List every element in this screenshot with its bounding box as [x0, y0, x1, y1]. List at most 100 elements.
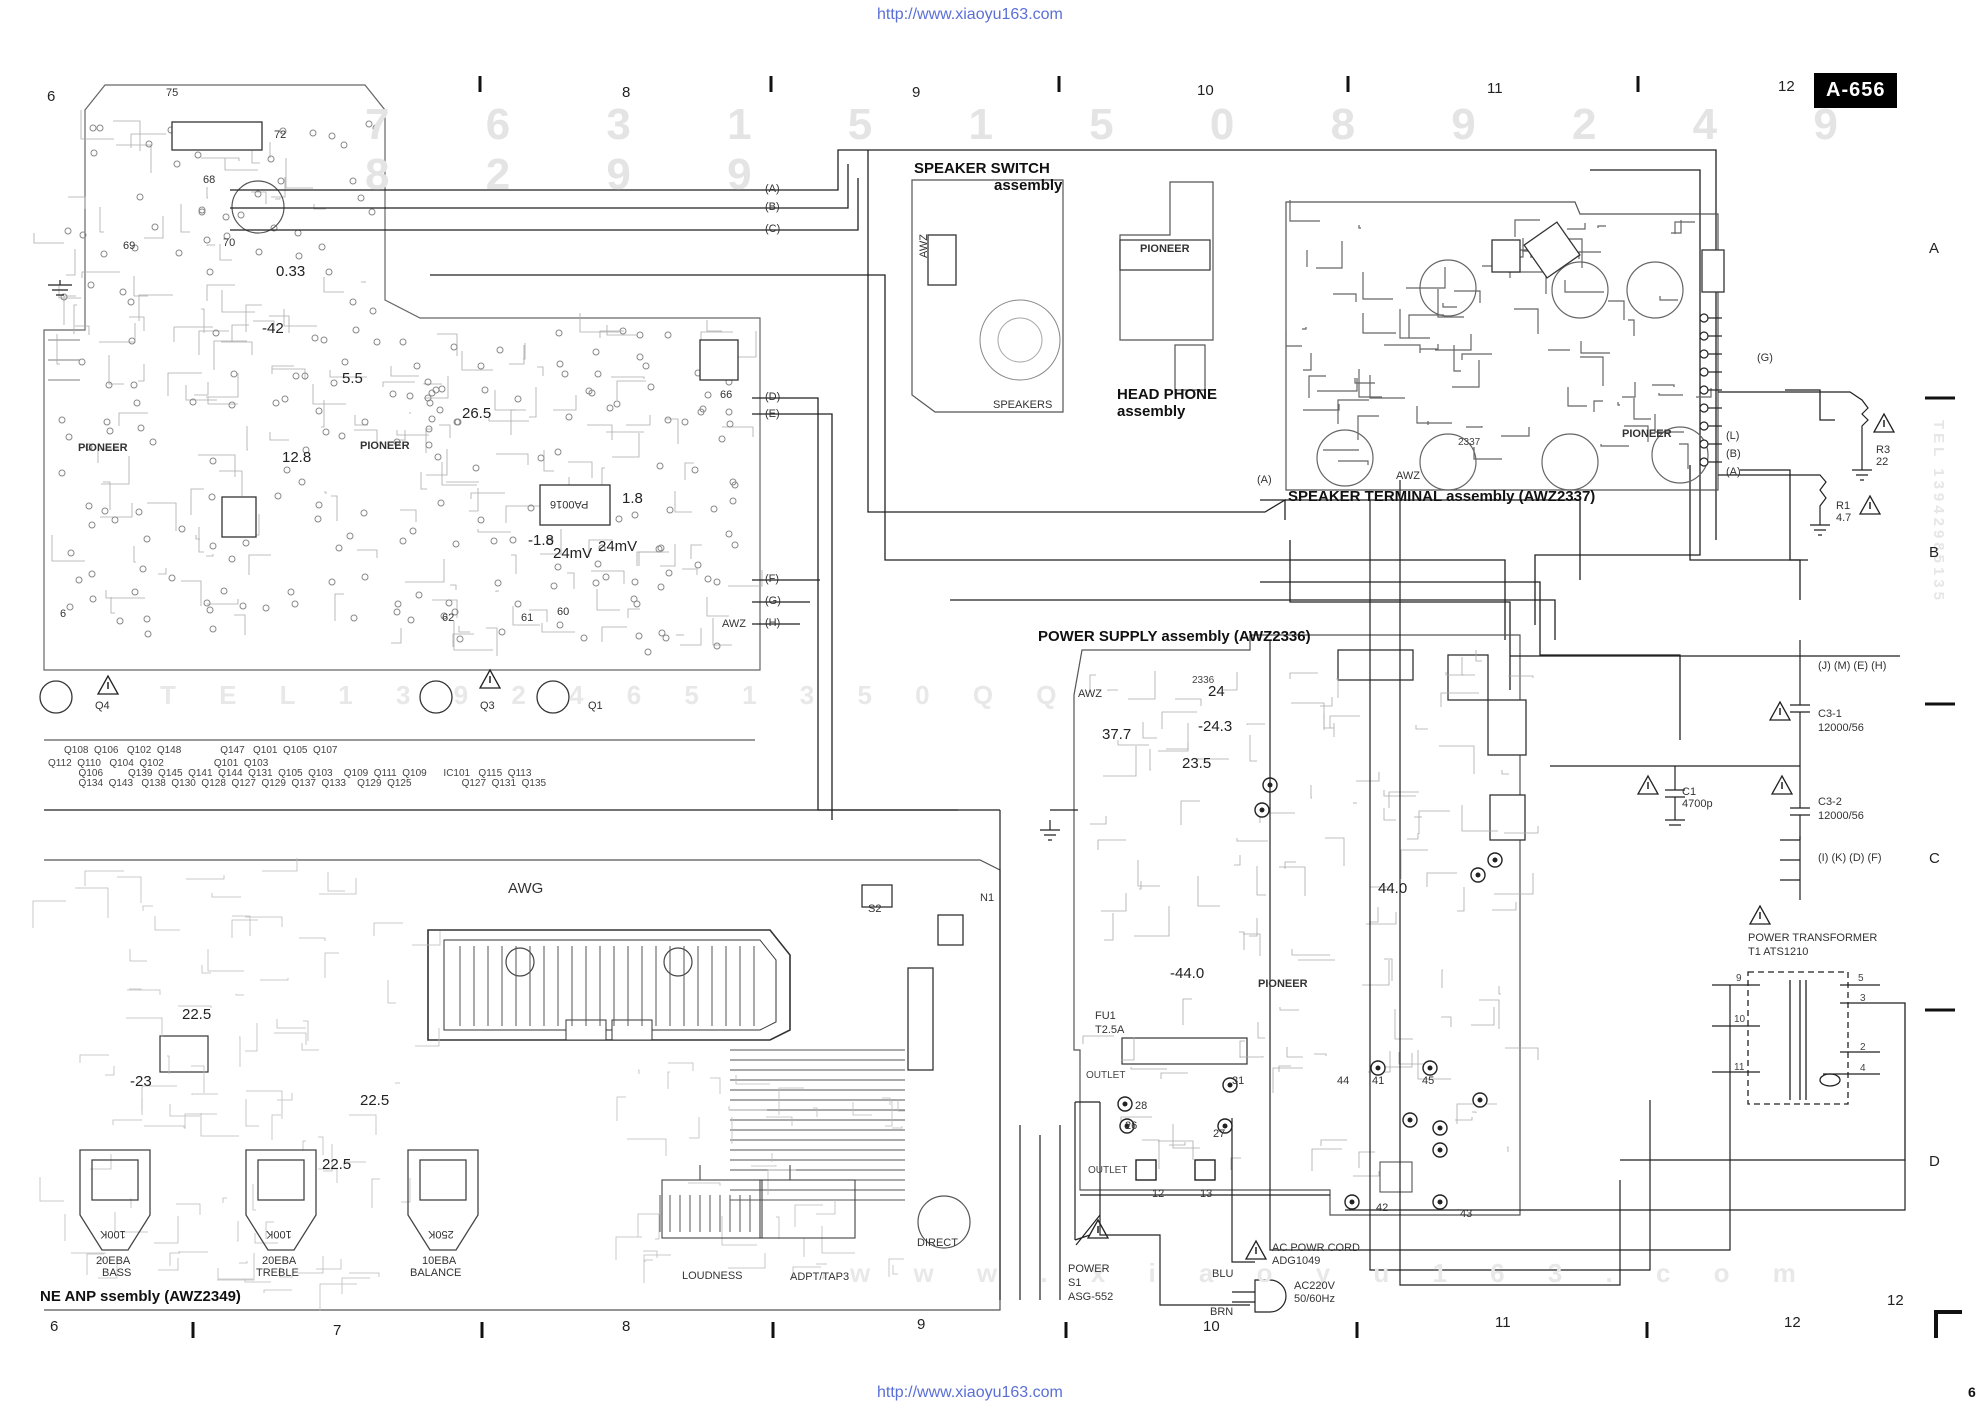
power-switch-label: POWER [1068, 1263, 1110, 1275]
header-url[interactable]: http://www.xiaoyu163.com [877, 6, 1063, 23]
pcb-trace [75, 325, 90, 335]
voltage-neg-44-0: -44.0 [1170, 965, 1205, 982]
footer-url[interactable]: http://www.xiaoyu163.com [877, 1384, 1063, 1401]
solder-pad [189, 398, 197, 406]
pcb-trace [1369, 375, 1405, 399]
pcb-trace [897, 1099, 905, 1112]
speaker-switch-title-line1: SPEAKER SWITCH [914, 160, 1050, 177]
solder-pad [361, 418, 369, 426]
voltage-6: 6 [60, 608, 67, 620]
pcb-trace [211, 893, 241, 898]
pcb-trace [318, 1168, 338, 1183]
speaker-terminal-jacks [1285, 200, 1712, 491]
pcb-trace [668, 1062, 694, 1071]
pcb-trace [198, 527, 204, 553]
solder-pad [135, 508, 143, 516]
pcb-trace [39, 1177, 64, 1202]
pcb-trace [207, 949, 244, 972]
pcb-trace [396, 430, 429, 436]
pcb-trace [1137, 860, 1160, 887]
pcb-trace [1461, 353, 1492, 360]
pcb-trace [1508, 675, 1534, 678]
solder-pad [594, 560, 602, 568]
pcb-trace [730, 331, 757, 358]
pcb-trace [283, 309, 317, 327]
voltage-22-5-a: 22.5 [182, 1006, 212, 1023]
solder-pad [725, 408, 733, 416]
solder-pad [406, 392, 414, 400]
solder-pad [602, 573, 610, 581]
solder-pad [281, 395, 289, 403]
pcb-trace [1654, 414, 1684, 433]
fuse-label: FU1 [1095, 1010, 1116, 1022]
solder-pad [537, 454, 545, 462]
solder-pad [453, 418, 461, 426]
solder-pad [89, 595, 97, 603]
solder-pad [220, 587, 228, 595]
transformer-pin-9: 9 [1736, 973, 1742, 984]
pcb-trace [1272, 1067, 1303, 1093]
main-connector-2 [221, 496, 257, 538]
pcb-trace [567, 572, 575, 589]
speaker-switch-knob-label: SPEAKERS [993, 399, 1053, 411]
transformer-pin-4: 4 [1860, 1063, 1866, 1074]
pcb-trace [129, 988, 142, 990]
solder-pad [725, 530, 733, 538]
solder-pad [399, 537, 407, 545]
pcb-trace [1310, 785, 1312, 799]
pcb-trace [1426, 872, 1457, 887]
solder-pad [498, 628, 506, 636]
solder-pad [477, 516, 485, 524]
pcb-trace [327, 872, 345, 892]
pcb-trace [1580, 341, 1610, 354]
solder-pad [556, 360, 564, 368]
pcb-trace [509, 345, 525, 365]
transistor-list-row-4: Q134 Q143 Q138 Q130 Q128 Q127 Q129 Q137 … [48, 778, 547, 789]
main-connector-1 [171, 121, 263, 151]
solder-pad [598, 544, 606, 552]
pcb-trace [1366, 912, 1397, 925]
tp-27: 27 [1213, 1128, 1226, 1140]
pcb-trace [1117, 740, 1149, 746]
solder-pad [127, 298, 135, 306]
pcb-trace [1158, 743, 1189, 752]
pcb-trace [1354, 378, 1375, 384]
pcb-trace [1249, 918, 1258, 937]
right-connector-b: (B) [1726, 448, 1741, 460]
pcb-trace [437, 333, 458, 356]
power-switch-ref: S1 [1068, 1277, 1082, 1289]
pcb-trace [1246, 723, 1265, 725]
voltage-69: 69 [123, 240, 136, 252]
connector-h: (H) [765, 617, 781, 629]
pcb-trace [1362, 313, 1396, 334]
solder-pad [223, 232, 231, 240]
solder-pad [75, 576, 83, 584]
solder-pad [151, 223, 159, 231]
transistor-q3 [419, 680, 453, 714]
pcb-trace [279, 1267, 293, 1278]
pcb-trace [354, 415, 368, 426]
speaker-terminal-brand: PIONEER [1622, 428, 1672, 440]
pcb-trace [234, 614, 246, 635]
solder-pad [203, 599, 211, 607]
spk-connector-1 [1491, 239, 1521, 273]
voltage-23-5: 23.5 [1182, 755, 1212, 772]
solder-pad [328, 132, 336, 140]
pcb-trace [689, 1117, 700, 1139]
pcb-trace [1578, 251, 1601, 259]
solder-pad [66, 603, 74, 611]
pcb-trace [1097, 839, 1126, 850]
power-supply-test-points [1117, 777, 1503, 1210]
safety-warning-marks [96, 412, 1896, 1260]
power-supply-code: AWZ [1078, 688, 1103, 700]
pcb-trace [129, 316, 145, 331]
pcb-trace [606, 325, 637, 336]
pcb-trace [1128, 671, 1156, 700]
pcb-trace [154, 1216, 179, 1244]
col-bottom-7: 7 [333, 1322, 342, 1339]
pcb-trace [1507, 1146, 1509, 1152]
solder-pad [440, 612, 448, 620]
pcb-trace [274, 1032, 307, 1045]
pcb-trace [1101, 893, 1127, 912]
solder-pad [704, 575, 712, 583]
